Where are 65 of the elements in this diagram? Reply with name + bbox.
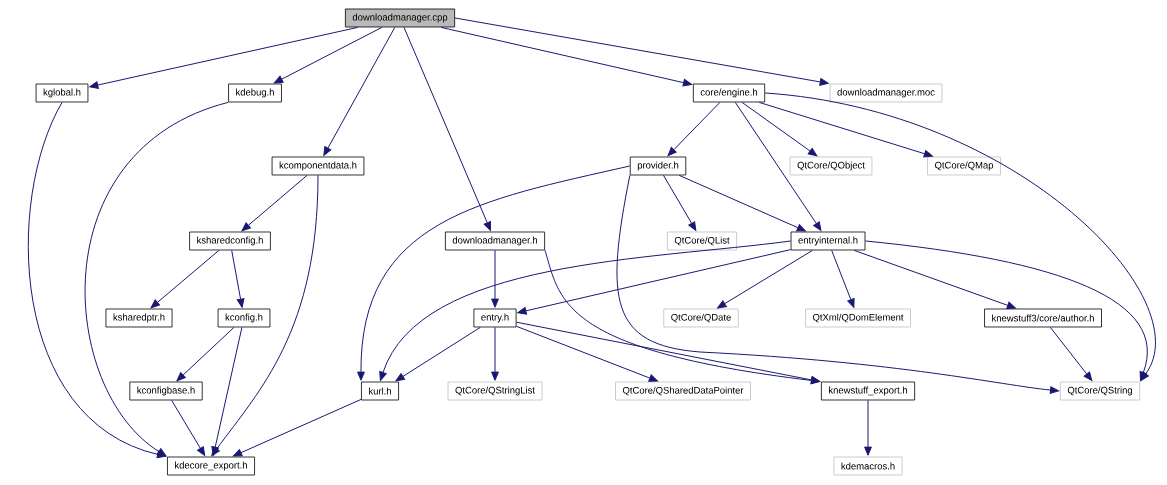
arrow bbox=[232, 398, 362, 457]
arrow bbox=[516, 321, 821, 384]
arrow bbox=[403, 26, 491, 231]
header-box: ksharedptr.h bbox=[105, 308, 173, 328]
arrow bbox=[176, 326, 235, 382]
header-box: QtCore/QSharedDataPointer bbox=[615, 381, 751, 401]
header-box: entry.h bbox=[473, 308, 517, 328]
header-box: kdebug.h bbox=[228, 83, 282, 103]
arrow bbox=[357, 165, 631, 381]
arrow bbox=[491, 326, 499, 381]
header-box: QtCore/QString bbox=[1060, 381, 1141, 401]
header-box: kconfigbase.h bbox=[129, 381, 203, 401]
header-box: provider.h bbox=[629, 156, 687, 176]
arrow bbox=[150, 249, 220, 309]
header-box: QtCore/QObject bbox=[789, 156, 873, 176]
header-box: QtCore/QDate bbox=[663, 308, 739, 328]
arrow bbox=[231, 249, 245, 308]
header-box: kglobal.h bbox=[35, 83, 89, 103]
arrow bbox=[440, 26, 693, 87]
arrow bbox=[764, 92, 1156, 381]
arrow bbox=[171, 399, 206, 456]
header-box: QtXml/QDomElement bbox=[805, 308, 911, 328]
header-box: kurl.h bbox=[361, 381, 399, 401]
arrow bbox=[454, 17, 829, 86]
arrow bbox=[717, 249, 813, 309]
arrow bbox=[616, 174, 1060, 394]
arrow bbox=[516, 325, 659, 382]
arrow bbox=[663, 174, 697, 231]
header-box: entryinternal.h bbox=[790, 231, 866, 251]
arrow bbox=[864, 399, 872, 456]
arrow bbox=[379, 240, 792, 381]
arrow bbox=[853, 249, 1017, 310]
header-box: kdecore_export.h bbox=[167, 456, 255, 476]
arrow bbox=[395, 326, 481, 382]
arrow bbox=[323, 26, 396, 156]
header-box: QtCore/QStringList bbox=[447, 381, 543, 401]
arrow bbox=[89, 26, 359, 89]
header-box: knewstuff_export.h bbox=[821, 381, 916, 401]
header-box: kconfig.h bbox=[217, 308, 271, 328]
arrow bbox=[273, 26, 383, 84]
arrow bbox=[734, 101, 822, 231]
arrow bbox=[741, 101, 818, 157]
header-box: downloadmanager.h bbox=[445, 231, 546, 251]
arrow bbox=[211, 326, 243, 456]
header-box: QtCore/QList bbox=[667, 231, 737, 251]
arrow bbox=[28, 101, 167, 459]
arrow bbox=[831, 249, 855, 308]
arrow bbox=[864, 240, 1148, 381]
arrow bbox=[758, 101, 933, 158]
header-box: downloadmanager.moc bbox=[829, 83, 943, 103]
header-box: knewstuff3/core/author.h bbox=[984, 308, 1102, 328]
arrow bbox=[211, 174, 319, 456]
arrow bbox=[241, 174, 308, 232]
file-box: downloadmanager.cpp bbox=[345, 8, 456, 28]
arrow bbox=[517, 249, 792, 315]
header-box: kcomponentdata.h bbox=[271, 156, 365, 176]
arrow bbox=[667, 101, 721, 157]
arrow bbox=[85, 101, 229, 457]
header-box: QtCore/QMap bbox=[927, 156, 1001, 176]
arrow bbox=[678, 174, 806, 232]
header-box: kdemacros.h bbox=[833, 456, 903, 476]
header-box: ksharedconfig.h bbox=[189, 231, 271, 251]
arrow bbox=[1049, 326, 1093, 382]
arrow bbox=[491, 249, 499, 308]
header-box: core/engine.h bbox=[692, 83, 766, 103]
